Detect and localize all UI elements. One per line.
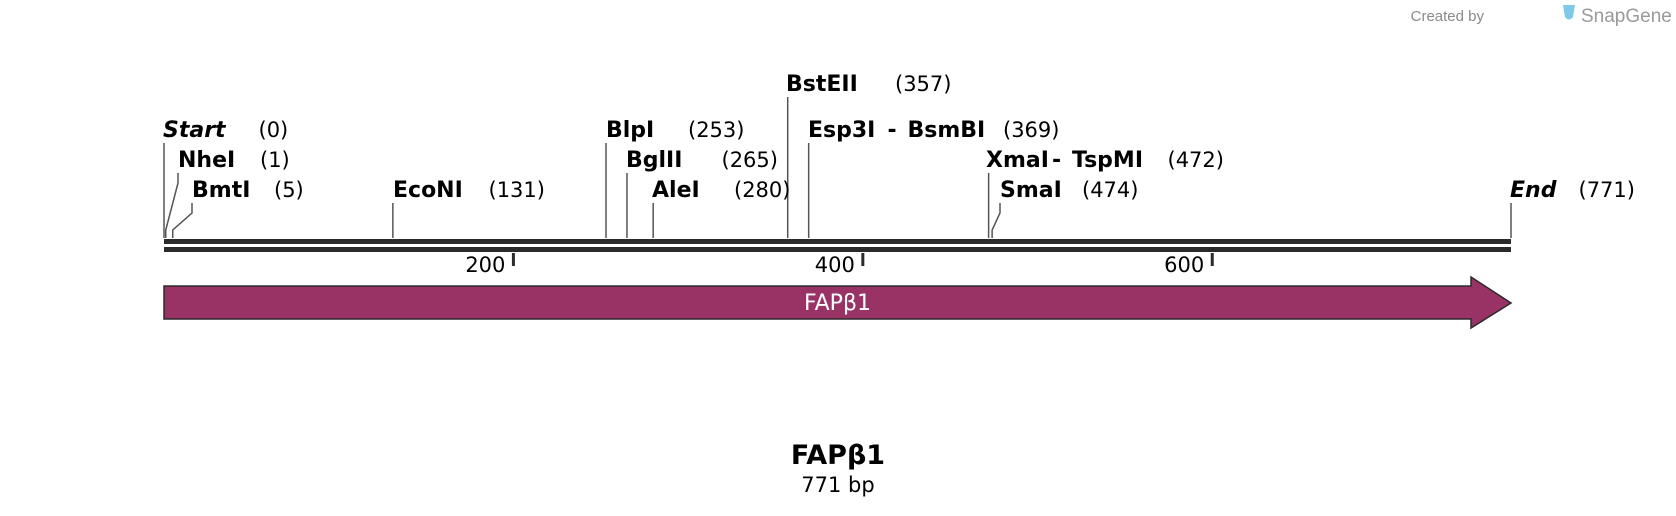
site-leader-line — [164, 173, 179, 238]
site-name: EcoNI — [393, 178, 463, 203]
snapgene-credit: Created by SnapGene — [1411, 5, 1672, 27]
site-name: BmtI — [192, 178, 250, 203]
tick-label: 200 — [465, 253, 505, 277]
site-name: BlpI — [606, 118, 654, 143]
site-smai[interactable]: SmaI (474) — [1000, 178, 1138, 203]
site-position: (131) — [489, 178, 545, 202]
site-bsteii[interactable]: BstEII (357) — [786, 72, 951, 97]
sequence-title: FAPβ1 — [791, 440, 885, 471]
site-name-2: BsmBI — [908, 118, 986, 143]
feature-fapb1[interactable]: FAPβ1 — [163, 275, 1513, 330]
site-position: (357) — [895, 72, 951, 96]
site-name: XmaI — [986, 148, 1049, 173]
site-joiner: - — [1052, 148, 1061, 173]
site-leader-line — [991, 203, 1001, 238]
site-position: (265) — [722, 148, 778, 172]
tick-label: 400 — [815, 253, 855, 277]
credit-brand: SnapGene — [1581, 6, 1672, 27]
site-position: (369) — [1003, 118, 1059, 142]
site-blpi[interactable]: BlpI (253) — [606, 118, 744, 143]
site-end[interactable]: End (771) — [1510, 178, 1635, 203]
site-bmti[interactable]: BmtI (5) — [192, 178, 304, 203]
site-name: BglII — [626, 148, 682, 173]
site-position: (474) — [1082, 178, 1138, 202]
site-nhei[interactable]: NheI (1) — [178, 148, 290, 173]
sequence-length: 771 bp — [801, 473, 874, 497]
site-leaders — [163, 97, 1512, 238]
site-name-2: TspMI — [1072, 148, 1143, 173]
site-position: (253) — [688, 118, 744, 142]
tick-mark — [511, 253, 515, 266]
site-xmai[interactable]: XmaI-TspMI (472) — [986, 148, 1224, 173]
site-alei[interactable]: AleI (280) — [652, 178, 790, 203]
credit-prefix: Created by — [1411, 8, 1485, 25]
site-name: SmaI — [1000, 178, 1062, 203]
site-position: (1) — [260, 148, 290, 172]
site-position: (472) — [1168, 148, 1224, 172]
site-name: End — [1510, 178, 1557, 203]
feature-label: FAPβ1 — [804, 291, 871, 316]
backbone-top-strand — [164, 239, 1511, 244]
site-position: (5) — [274, 178, 304, 202]
restriction-sites: Start (0) NheI (1) BmtI (5) EcoNI (131) BlpI (253… — [163, 72, 1635, 203]
site-bglii[interactable]: BglII (265) — [626, 148, 778, 173]
snapgene-logo-icon — [1563, 5, 1575, 20]
dna-backbone — [164, 239, 1511, 252]
site-esp3i[interactable]: Esp3I-BsmBI (369) — [808, 118, 1059, 143]
tick-mark — [1210, 253, 1214, 266]
site-joiner: - — [888, 118, 897, 143]
tick-mark — [861, 253, 865, 266]
site-name: BstEII — [786, 72, 858, 97]
site-leader-line — [171, 203, 193, 238]
site-name: AleI — [652, 178, 700, 203]
tick-label: 600 — [1164, 253, 1204, 277]
site-position: (771) — [1579, 178, 1635, 202]
ruler-ticks: 200 400 600 — [465, 253, 1214, 277]
site-start[interactable]: Start (0) — [163, 118, 288, 143]
site-name: NheI — [178, 148, 235, 173]
site-position: (280) — [734, 178, 790, 202]
site-name: Start — [163, 118, 227, 143]
site-econi[interactable]: EcoNI (131) — [393, 178, 545, 203]
backbone-bottom-strand — [164, 247, 1511, 252]
feature-arrow[interactable] — [163, 275, 1513, 330]
site-name: Esp3I — [808, 118, 875, 143]
site-position: (0) — [259, 118, 289, 142]
